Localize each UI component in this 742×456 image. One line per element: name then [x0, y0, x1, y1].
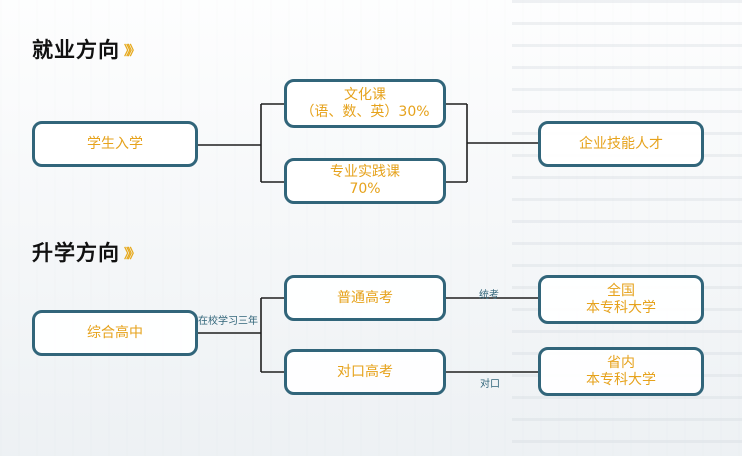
node-vocational-exam: 对口高考: [284, 349, 446, 395]
section-title: 就业方向: [32, 38, 120, 62]
label-three-years: 在校学习三年: [198, 316, 258, 327]
node-general-exam: 普通高考: [284, 275, 446, 321]
node-comprehensive-high-school: 综合高中: [32, 310, 198, 356]
node-practice-courses: 专业实践课 70%: [284, 158, 446, 204]
node-student-enrollment: 学生入学: [32, 121, 198, 167]
node-culture-courses: 文化课 （语、数、英）30%: [284, 79, 446, 128]
node-national-universities: 全国 本专科大学: [538, 275, 704, 324]
label-unified-exam: 统考: [479, 290, 499, 301]
section-title: 升学方向: [32, 241, 120, 265]
section-heading-further-study: 升学方向 》》: [32, 237, 140, 267]
section-heading-employment: 就业方向 》》: [32, 34, 140, 64]
node-provincial-universities: 省内 本专科大学: [538, 347, 704, 396]
chevron-right-icon: 》》: [124, 43, 140, 59]
node-skilled-talent: 企业技能人才: [538, 121, 704, 167]
chevron-right-icon: 》》: [124, 246, 140, 262]
label-vocational: 对口: [480, 379, 500, 390]
